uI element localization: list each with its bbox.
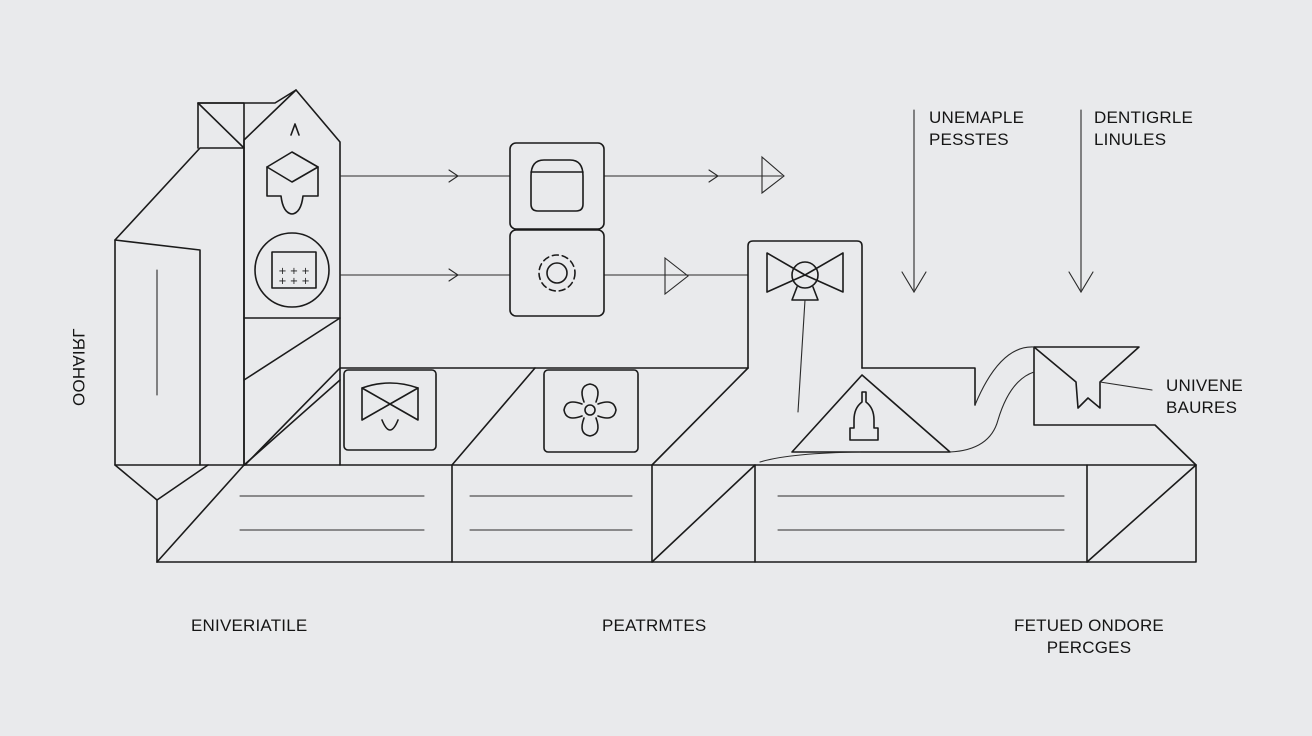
middle-tier — [244, 367, 976, 466]
bow-valve-small-box — [343, 369, 437, 451]
valve-box — [747, 240, 863, 413]
gear-box — [509, 229, 605, 317]
fan-box — [543, 369, 639, 453]
bottom-left-label: ENIVERIATILE — [191, 616, 308, 635]
svg-text:+ + +: + + + — [278, 276, 310, 287]
left-slanted-block — [114, 147, 245, 563]
base-platform — [156, 464, 1197, 563]
triangle-bottle — [791, 374, 951, 453]
top-left-box — [197, 89, 297, 149]
top-left-label: UNEMAPLE PESSTES — [929, 108, 1025, 149]
arrow-top — [339, 155, 785, 195]
container-box — [509, 142, 605, 230]
cube-cloud-icon — [266, 151, 319, 215]
bottom-right-label: FETUED ONDORE PERCGES — [1014, 616, 1164, 657]
arrow-middle — [339, 256, 749, 296]
dotted-panel-icon: + + + + + + — [254, 232, 330, 308]
right-label: UNIVENE BAURES — [1166, 376, 1243, 417]
tower — [243, 89, 341, 466]
top-right-label: DENTIGRLE LINULES — [1094, 108, 1194, 149]
bottom-center-label: PEATRMTES — [602, 616, 707, 635]
side-label: OOHAIRL — [69, 328, 88, 406]
funnel — [759, 346, 1197, 466]
down-arrows — [901, 109, 1094, 294]
svg-text:+ + +: + + + — [278, 266, 310, 277]
